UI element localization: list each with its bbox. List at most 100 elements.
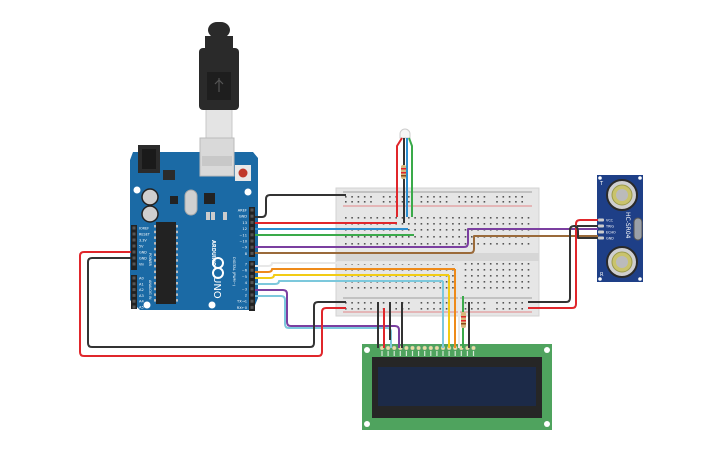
- lcd-pin[interactable]: [416, 345, 421, 351]
- sensor-pin[interactable]: [598, 218, 604, 222]
- bb-hole[interactable]: [521, 269, 523, 271]
- bb-hole[interactable]: [508, 275, 511, 277]
- bb-hole[interactable]: [508, 217, 511, 219]
- wire-led-red[interactable]: [396, 137, 403, 217]
- bb-hole[interactable]: [363, 302, 366, 304]
- bb-hole[interactable]: [458, 196, 460, 198]
- bb-hole[interactable]: [426, 308, 429, 310]
- bb-hole[interactable]: [471, 243, 473, 245]
- bb-hole[interactable]: [351, 196, 353, 198]
- bb-hole[interactable]: [464, 281, 467, 283]
- bb-hole[interactable]: [502, 223, 505, 225]
- header-pin[interactable]: [250, 214, 254, 218]
- bb-hole[interactable]: [515, 275, 517, 277]
- bb-hole[interactable]: [464, 263, 467, 265]
- bb-hole[interactable]: [408, 196, 410, 198]
- bb-hole[interactable]: [496, 302, 498, 304]
- bb-hole[interactable]: [351, 302, 353, 304]
- bb-hole[interactable]: [433, 287, 435, 289]
- bb-hole[interactable]: [483, 287, 486, 289]
- bb-hole[interactable]: [395, 308, 397, 310]
- bb-hole[interactable]: [408, 302, 410, 304]
- bb-hole[interactable]: [496, 308, 498, 310]
- bb-hole[interactable]: [420, 229, 423, 231]
- bb-hole[interactable]: [382, 201, 385, 203]
- wire-led-green[interactable]: [408, 137, 413, 217]
- bb-hole[interactable]: [496, 223, 498, 225]
- bb-hole[interactable]: [351, 217, 353, 219]
- bb-hole[interactable]: [502, 201, 505, 203]
- bb-hole[interactable]: [508, 281, 511, 283]
- bb-hole[interactable]: [439, 229, 442, 231]
- bb-hole[interactable]: [464, 275, 467, 277]
- bb-hole[interactable]: [477, 223, 479, 225]
- bb-hole[interactable]: [376, 287, 379, 289]
- bb-hole[interactable]: [376, 236, 379, 238]
- header-pin[interactable]: [132, 262, 136, 266]
- bb-hole[interactable]: [508, 308, 511, 310]
- bb-hole[interactable]: [483, 281, 486, 283]
- bb-hole[interactable]: [483, 223, 486, 225]
- bb-hole[interactable]: [420, 217, 423, 219]
- bb-hole[interactable]: [382, 217, 385, 219]
- bb-hole[interactable]: [370, 236, 372, 238]
- bb-hole[interactable]: [502, 302, 505, 304]
- wire-pin9[interactable]: [255, 228, 590, 248]
- bb-hole[interactable]: [477, 217, 479, 219]
- bb-hole[interactable]: [401, 201, 404, 203]
- bb-hole[interactable]: [426, 302, 429, 304]
- bb-hole[interactable]: [477, 201, 479, 203]
- bb-hole[interactable]: [420, 287, 423, 289]
- bb-hole[interactable]: [508, 302, 511, 304]
- bb-hole[interactable]: [433, 217, 435, 219]
- bb-hole[interactable]: [477, 269, 479, 271]
- bb-hole[interactable]: [439, 236, 442, 238]
- header-pin[interactable]: [132, 250, 136, 254]
- header-pin[interactable]: [250, 274, 254, 278]
- bb-hole[interactable]: [439, 287, 442, 289]
- bb-hole[interactable]: [433, 308, 435, 310]
- bb-hole[interactable]: [483, 302, 486, 304]
- bb-hole[interactable]: [464, 223, 467, 225]
- bb-hole[interactable]: [414, 217, 416, 219]
- header-pin[interactable]: [132, 293, 136, 297]
- bb-hole[interactable]: [521, 223, 523, 225]
- bb-hole[interactable]: [426, 196, 429, 198]
- bb-hole[interactable]: [357, 243, 360, 245]
- header-pin[interactable]: [250, 293, 254, 297]
- bb-hole[interactable]: [521, 196, 523, 198]
- lcd-pin[interactable]: [410, 345, 415, 351]
- bb-hole[interactable]: [515, 196, 517, 198]
- bb-hole[interactable]: [458, 201, 460, 203]
- bb-hole[interactable]: [496, 275, 498, 277]
- header-pin[interactable]: [132, 226, 136, 230]
- bb-hole[interactable]: [389, 287, 391, 289]
- bb-hole[interactable]: [515, 243, 517, 245]
- bb-hole[interactable]: [452, 243, 454, 245]
- rgb-led[interactable]: [399, 128, 411, 139]
- bb-hole[interactable]: [471, 269, 473, 271]
- bb-hole[interactable]: [351, 287, 353, 289]
- lcd-pin[interactable]: [392, 345, 397, 351]
- bb-hole[interactable]: [351, 201, 353, 203]
- bb-hole[interactable]: [389, 217, 391, 219]
- bb-hole[interactable]: [420, 243, 423, 245]
- bb-hole[interactable]: [433, 201, 435, 203]
- bb-hole[interactable]: [408, 229, 410, 231]
- header-pin[interactable]: [250, 268, 254, 272]
- wire-pin6[interactable]: [255, 268, 455, 273]
- bb-hole[interactable]: [458, 229, 460, 231]
- bb-hole[interactable]: [521, 217, 523, 219]
- bb-hole[interactable]: [527, 223, 530, 225]
- bb-hole[interactable]: [477, 275, 479, 277]
- lcd-pin[interactable]: [471, 345, 476, 351]
- bb-hole[interactable]: [458, 236, 460, 238]
- bb-hole[interactable]: [508, 196, 511, 198]
- bb-hole[interactable]: [426, 287, 429, 289]
- bb-hole[interactable]: [502, 263, 505, 265]
- bb-hole[interactable]: [345, 196, 347, 198]
- bb-hole[interactable]: [414, 236, 416, 238]
- bb-hole[interactable]: [414, 223, 416, 225]
- bb-hole[interactable]: [445, 308, 448, 310]
- bb-hole[interactable]: [471, 287, 473, 289]
